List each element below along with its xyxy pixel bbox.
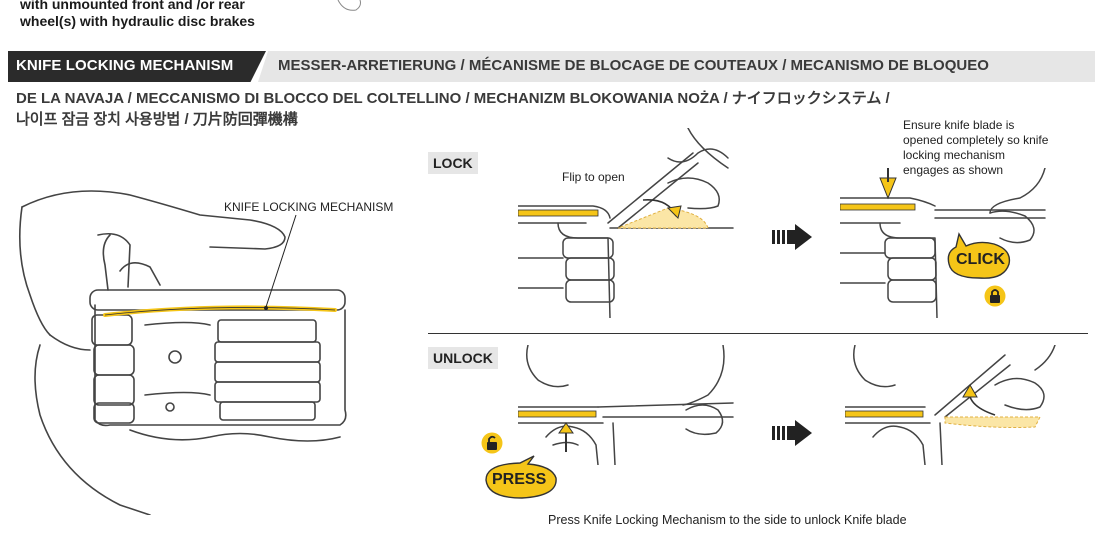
flip-to-open-label: Flip to open: [562, 170, 625, 184]
unlock-caption: Press Knife Locking Mechanism to the sid…: [548, 513, 907, 527]
click-label: CLICK: [956, 251, 1005, 268]
overview-illustration: [18, 190, 347, 515]
unlock-step2-illustration: [845, 345, 1056, 465]
lock-step2-illustration: [840, 168, 1046, 318]
lock-note-line3: locking mechanism: [903, 148, 1006, 162]
wheel-sketch-fragment: [337, 0, 361, 11]
unlocked-padlock-icon: [481, 432, 503, 454]
press-label: PRESS: [492, 471, 547, 488]
lock-note-line1: Ensure knife blade is: [903, 118, 1015, 132]
header-translations-band: MESSER-ARRETIERUNG / MÉCANISME DE BLOCAG…: [258, 51, 1095, 82]
unlock-step1-illustration: [518, 345, 734, 465]
lock-tag: LOCK: [428, 152, 478, 174]
locked-padlock-icon: [984, 285, 1006, 307]
header-translations-line2: DE LA NAVAJA / MECCANISMO DI BLOCCO DEL …: [16, 90, 890, 107]
press-bubble: [485, 455, 557, 499]
section-title: KNIFE LOCKING MECHANISM: [16, 57, 234, 74]
unlock-next-arrow-icon: [772, 420, 812, 446]
lock-note-line2: opened completely so knife: [903, 133, 1049, 147]
overview-callout-label: KNIFE LOCKING MECHANISM: [224, 200, 394, 214]
header-translations-line1: MESSER-ARRETIERUNG / MÉCANISME DE BLOCAG…: [278, 57, 989, 74]
lock-note-line4: engages as shown: [903, 163, 1004, 177]
intro-line-1: with unmounted front and /or rear: [20, 0, 245, 12]
click-bubble: [947, 232, 1011, 279]
section-divider: [428, 333, 1088, 334]
unlock-tag: UNLOCK: [428, 347, 498, 369]
header-translations-line3: 나이프 잠금 장치 사용방법 / 刀片防回彈機構: [16, 111, 298, 128]
lock-note: Ensure knife blade is opened completely …: [903, 118, 1048, 178]
intro-line-2: wheel(s) with hydraulic disc brakes: [20, 13, 255, 29]
lock-next-arrow-icon: [772, 224, 812, 250]
intro-text: with unmounted front and /or rear wheel(…: [20, 0, 255, 30]
header-title-band: KNIFE LOCKING MECHANISM: [8, 51, 266, 82]
lock-step1-illustration: [518, 128, 734, 318]
